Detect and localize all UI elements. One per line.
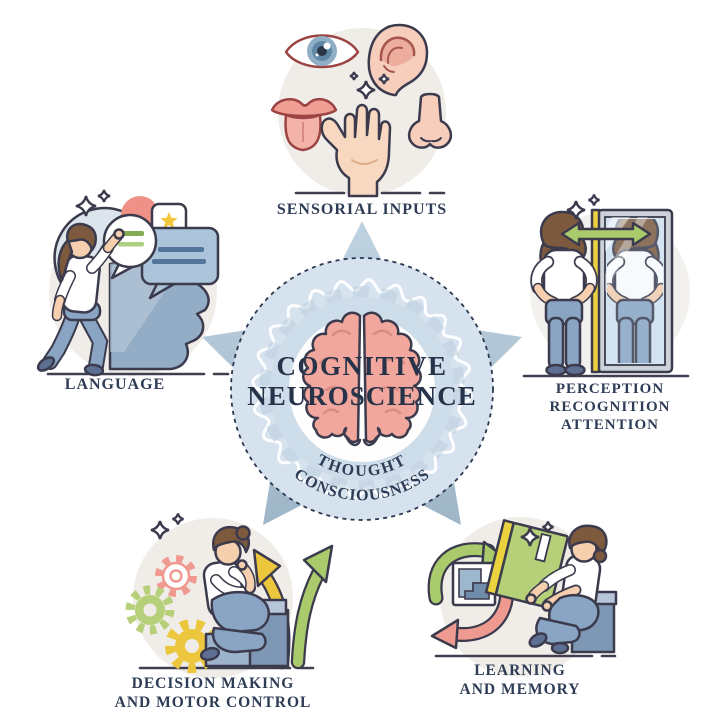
node-language: LANGUAGE bbox=[36, 190, 230, 393]
language-label: LANGUAGE bbox=[65, 376, 165, 393]
wavy-ring bbox=[251, 278, 473, 500]
mouth-icon bbox=[270, 97, 338, 152]
person-figure bbox=[484, 519, 618, 655]
double-arrow-icon bbox=[560, 221, 652, 247]
mirror-icon bbox=[590, 208, 674, 374]
center-hub: COGNITIVE NEUROSCIENCE THOUGHT CONSCIOUS… bbox=[202, 221, 522, 525]
node-decision: DECISION MAKING AND MOTOR CONTROL bbox=[115, 514, 334, 711]
hand-icon bbox=[320, 103, 392, 198]
sensorial-label: SENSORIAL INPUTS bbox=[277, 201, 447, 218]
center-title-line1: COGNITIVE bbox=[276, 351, 447, 381]
learning-label-line1: LEARNING bbox=[474, 662, 566, 679]
node-sensorial-inputs: SENSORIAL INPUTS bbox=[270, 23, 453, 218]
brain-icon bbox=[301, 311, 423, 447]
learning-label-line2: AND MEMORY bbox=[460, 681, 581, 698]
chat-box-icon bbox=[140, 226, 220, 300]
node-perception: PERCEPTION RECOGNITION ATTENTION bbox=[522, 195, 690, 433]
person-figure bbox=[199, 525, 290, 668]
center-title-line2: NEUROSCIENCE bbox=[247, 381, 477, 411]
perception-label-line2: RECOGNITION bbox=[549, 399, 670, 415]
decision-label-line2: AND MOTOR CONTROL bbox=[115, 694, 312, 711]
nose-icon bbox=[407, 92, 453, 149]
person-figure bbox=[36, 222, 125, 377]
perception-label-line1: PERCEPTION bbox=[556, 381, 664, 397]
decision-label-line1: DECISION MAKING bbox=[132, 675, 295, 692]
eye-icon bbox=[284, 34, 360, 69]
node-learning: LEARNING AND MEMORY bbox=[427, 519, 618, 698]
perception-label-line3: ATTENTION bbox=[561, 417, 659, 433]
